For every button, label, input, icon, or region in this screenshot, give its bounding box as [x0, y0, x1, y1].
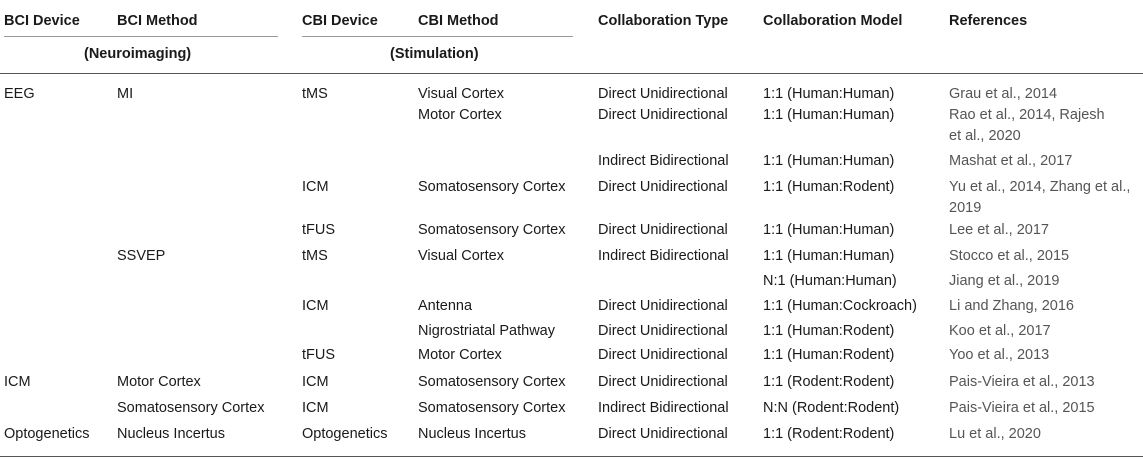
header-cbi-method: CBI Method [418, 13, 499, 29]
cell-reference: Rao et al., 2014, Rajesh [949, 107, 1105, 123]
cell-reference: Yoo et al., 2013 [949, 347, 1050, 363]
header-references: References [949, 13, 1028, 29]
cell-collaboration-type: Indirect Bidirectional [598, 248, 729, 264]
cell-bci-device: EEG [4, 86, 35, 102]
cell-bci-method: Nucleus Incertus [117, 426, 225, 442]
cell-collaboration-model: 1:1 (Human:Human) [763, 107, 895, 123]
cell-collaboration-type: Direct Unidirectional [598, 86, 728, 102]
cell-collaboration-type: Indirect Bidirectional [598, 400, 729, 416]
cell-collaboration-model: 1:1 (Rodent:Rodent) [763, 426, 895, 442]
cell-cbi-method: Nigrostriatal Pathway [418, 323, 555, 339]
header-collaboration-type: Collaboration Type [598, 13, 729, 29]
cell-reference: Lu et al., 2020 [949, 426, 1041, 442]
cell-reference: Li and Zhang, 2016 [949, 298, 1074, 314]
header-stimulation: (Stimulation) [390, 46, 479, 62]
cell-cbi-method: Somatosensory Cortex [418, 374, 566, 390]
header-bci-method: BCI Method [117, 13, 198, 29]
cell-collaboration-type: Direct Unidirectional [598, 107, 728, 123]
cell-collaboration-model: 1:1 (Human:Human) [763, 86, 895, 102]
cell-collaboration-model: 1:1 (Human:Human) [763, 248, 895, 264]
cell-collaboration-type: Direct Unidirectional [598, 298, 728, 314]
header-subrule-right [302, 36, 573, 37]
cell-reference: Pais-Vieira et al., 2013 [949, 374, 1095, 390]
cell-reference-continued: 2019 [949, 200, 982, 216]
header-bci-device: BCI Device [4, 13, 80, 29]
cell-cbi-device: tFUS [302, 222, 336, 238]
cell-cbi-method: Motor Cortex [418, 347, 502, 363]
cell-reference: Jiang et al., 2019 [949, 273, 1060, 289]
cell-cbi-device: ICM [302, 179, 329, 195]
cell-cbi-device: ICM [302, 298, 329, 314]
cell-reference: Lee et al., 2017 [949, 222, 1049, 238]
cell-collaboration-model: 1:1 (Rodent:Rodent) [763, 374, 895, 390]
cell-collaboration-model: 1:1 (Human:Rodent) [763, 347, 895, 363]
header-collaboration-model: Collaboration Model [763, 13, 903, 29]
cell-bci-device: Optogenetics [4, 426, 90, 442]
cell-reference: Koo et al., 2017 [949, 323, 1051, 339]
cell-cbi-device: ICM [302, 374, 329, 390]
cell-collaboration-model: 1:1 (Human:Rodent) [763, 323, 895, 339]
cell-cbi-device: Optogenetics [302, 426, 388, 442]
header-neuroimaging: (Neuroimaging) [84, 46, 192, 62]
cell-reference-continued: et al., 2020 [949, 128, 1021, 144]
cell-bci-device: ICM [4, 374, 31, 390]
cell-collaboration-model: N:1 (Human:Human) [763, 273, 897, 289]
cell-collaboration-model: 1:1 (Human:Rodent) [763, 179, 895, 195]
cell-collaboration-model: 1:1 (Human:Human) [763, 222, 895, 238]
cell-cbi-device: tFUS [302, 347, 336, 363]
cell-reference: Pais-Vieira et al., 2015 [949, 400, 1095, 416]
cell-cbi-method: Visual Cortex [418, 86, 504, 102]
cell-cbi-method: Somatosensory Cortex [418, 400, 566, 416]
cell-bci-method: MI [117, 86, 134, 102]
header-subrule-left [4, 36, 278, 37]
cell-collaboration-type: Direct Unidirectional [598, 222, 728, 238]
cell-collaboration-type: Direct Unidirectional [598, 347, 728, 363]
cell-cbi-method: Nucleus Incertus [418, 426, 526, 442]
cell-collaboration-type: Indirect Bidirectional [598, 153, 729, 169]
cell-collaboration-type: Direct Unidirectional [598, 374, 728, 390]
cell-collaboration-type: Direct Unidirectional [598, 323, 728, 339]
cell-bci-method: SSVEP [117, 248, 166, 264]
cell-bci-method: Somatosensory Cortex [117, 400, 265, 416]
cell-collaboration-model: 1:1 (Human:Cockroach) [763, 298, 917, 314]
header-bottom-rule [0, 73, 1143, 74]
cell-cbi-method: Visual Cortex [418, 248, 504, 264]
cell-collaboration-model: N:N (Rodent:Rodent) [763, 400, 900, 416]
cell-cbi-method: Somatosensory Cortex [418, 179, 566, 195]
cell-bci-method: Motor Cortex [117, 374, 201, 390]
cell-cbi-method: Motor Cortex [418, 107, 502, 123]
header-cbi-device: CBI Device [302, 13, 378, 29]
table-bottom-rule [0, 456, 1143, 457]
cell-reference: Grau et al., 2014 [949, 86, 1058, 102]
cell-cbi-device: ICM [302, 400, 329, 416]
cell-cbi-method: Antenna [418, 298, 473, 314]
cell-cbi-device: tMS [302, 248, 328, 264]
cell-cbi-device: tMS [302, 86, 328, 102]
cell-reference: Stocco et al., 2015 [949, 248, 1070, 264]
cell-cbi-method: Somatosensory Cortex [418, 222, 566, 238]
cell-reference: Yu et al., 2014, Zhang et al., [949, 179, 1131, 195]
cell-collaboration-model: 1:1 (Human:Human) [763, 153, 895, 169]
cell-reference: Mashat et al., 2017 [949, 153, 1073, 169]
cell-collaboration-type: Direct Unidirectional [598, 426, 728, 442]
cell-collaboration-type: Direct Unidirectional [598, 179, 728, 195]
